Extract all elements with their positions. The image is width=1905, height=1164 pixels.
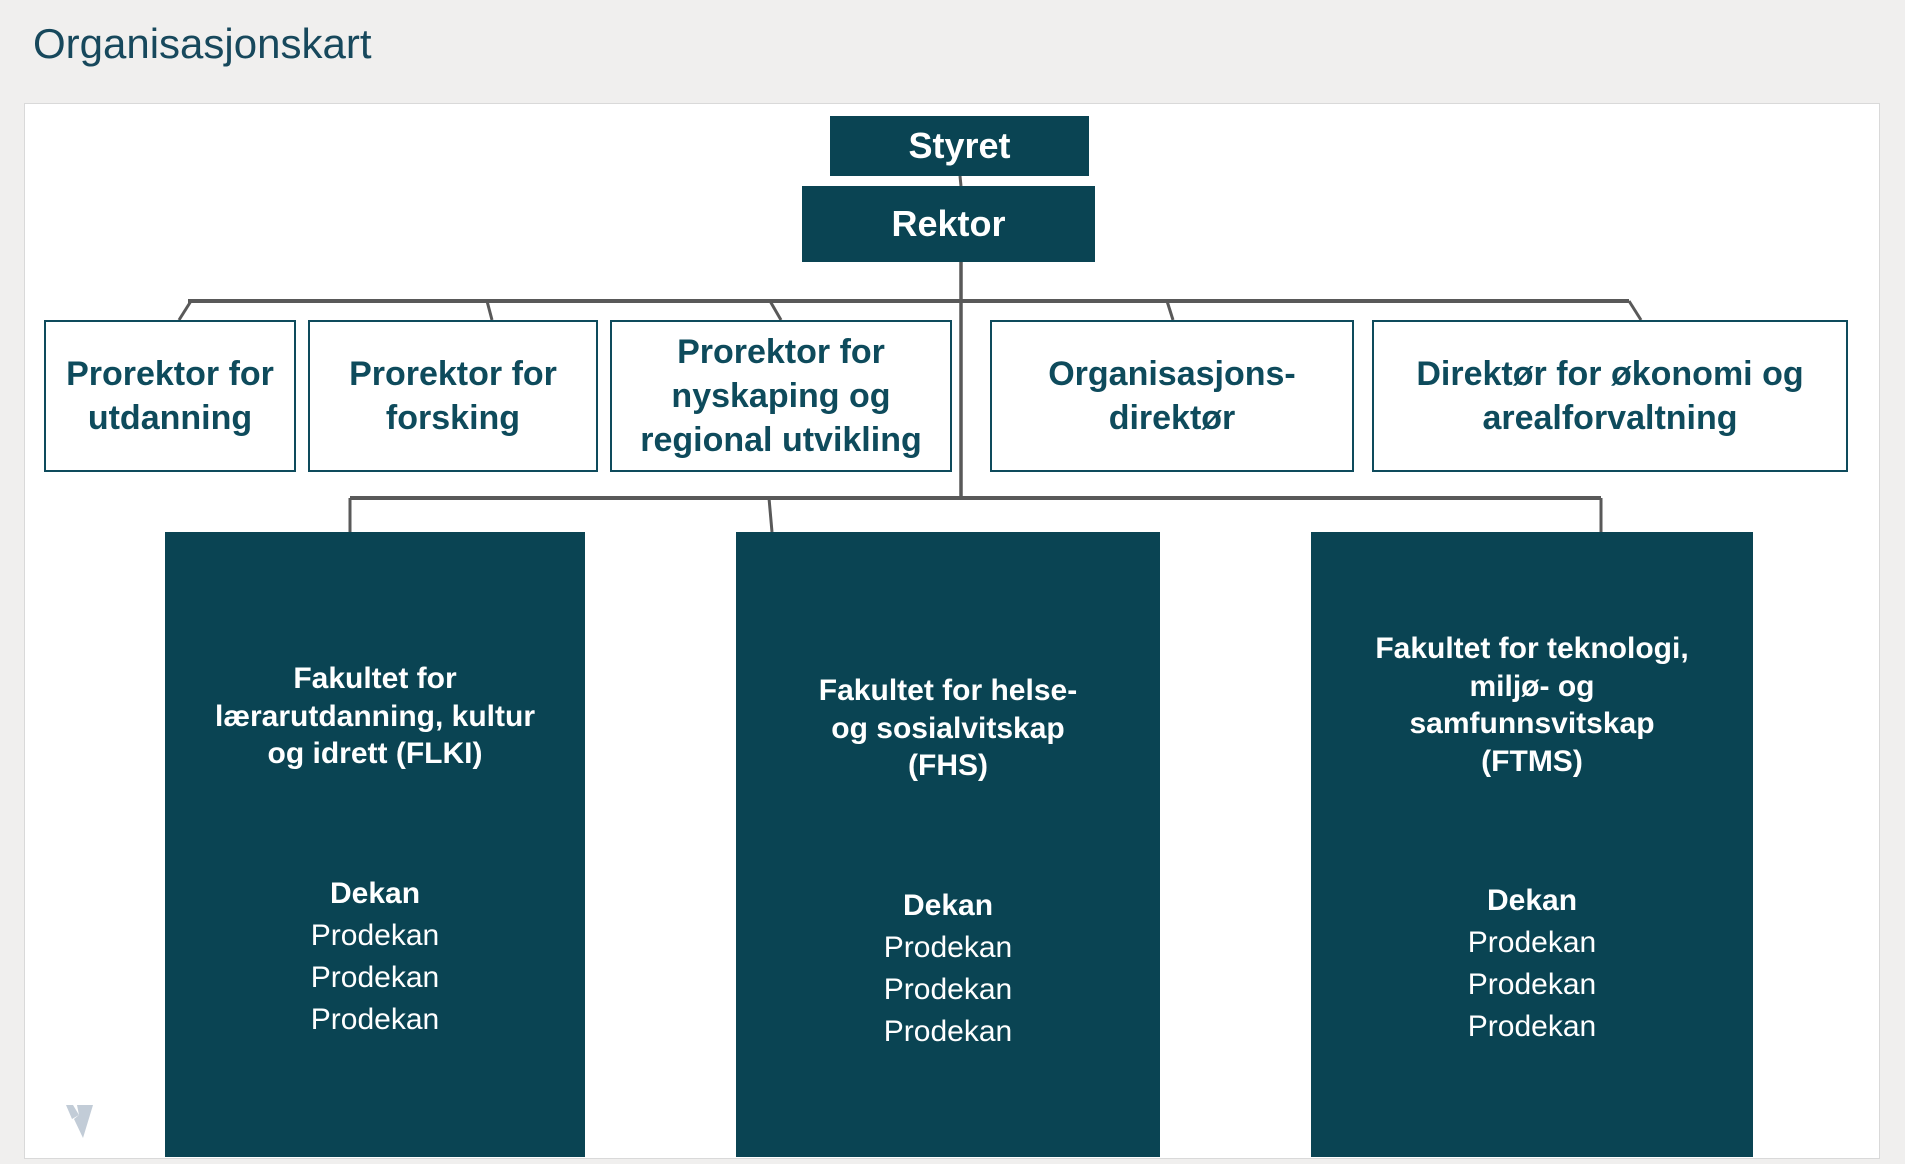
hvl-v-logo-icon (66, 1105, 93, 1138)
node-faculty-ftms: Fakultet for teknologi, miljø- og samfun… (1311, 532, 1753, 1157)
node-prorektor-forsking: Prorektor for forsking (308, 320, 598, 472)
node-organisasjonsdirektor: Organisasjons- direktør (990, 320, 1354, 472)
faculty-fhs-prodekans: Prodekan Prodekan Prodekan (883, 930, 1013, 1048)
faculty-ftms-prodekans: Prodekan Prodekan Prodekan (1467, 926, 1597, 1043)
faculty-ftms-title: Fakultet for teknologi, miljø- og samfun… (1375, 632, 1689, 778)
faculty-flki-roles: Dekan Prodekan Prodekan Prodekan (165, 873, 585, 1041)
node-prorektor-utdanning: Prorektor for utdanning (44, 320, 296, 472)
page-title: Organisasjonskart (33, 20, 372, 67)
node-rektor-label: Rektor (891, 203, 1006, 244)
faculty-fhs-dekan: Dekan (902, 888, 994, 922)
node-styret: Styret (830, 116, 1089, 176)
faculty-ftms-roles: Dekan Prodekan Prodekan Prodekan (1311, 880, 1753, 1048)
faculty-flki-dekan: Dekan (329, 876, 421, 910)
node-prorektor-forsking-label: Prorektor for forsking (349, 354, 557, 437)
node-direktor-okonomi: Direktør for økonomi og arealforvaltning (1372, 320, 1848, 472)
node-styret-label: Styret (908, 125, 1011, 166)
node-direktor-okonomi-label: Direktør for økonomi og arealforvaltning (1416, 354, 1804, 437)
faculty-fhs-title: Fakultet for helse- og sosialvitskap (FH… (818, 674, 1078, 782)
node-rektor: Rektor (802, 186, 1095, 262)
faculty-flki-prodekans: Prodekan Prodekan Prodekan (310, 918, 440, 1036)
node-faculty-fhs: Fakultet for helse- og sosialvitskap (FH… (736, 532, 1160, 1157)
node-organisasjonsdirektor-label: Organisasjons- direktør (1048, 354, 1296, 437)
faculty-flki-title: Fakultet for lærarutdanning, kultur og i… (214, 662, 535, 770)
node-prorektor-utdanning-label: Prorektor for utdanning (66, 354, 274, 437)
node-prorektor-nyskaping-label: Prorektor for nyskaping og regional utvi… (640, 332, 922, 460)
node-faculty-flki: Fakultet for lærarutdanning, kultur og i… (165, 532, 585, 1157)
faculty-fhs-roles: Dekan Prodekan Prodekan Prodekan (736, 885, 1160, 1053)
faculty-ftms-dekan: Dekan (1486, 884, 1578, 917)
node-prorektor-nyskaping: Prorektor for nyskaping og regional utvi… (610, 320, 952, 472)
